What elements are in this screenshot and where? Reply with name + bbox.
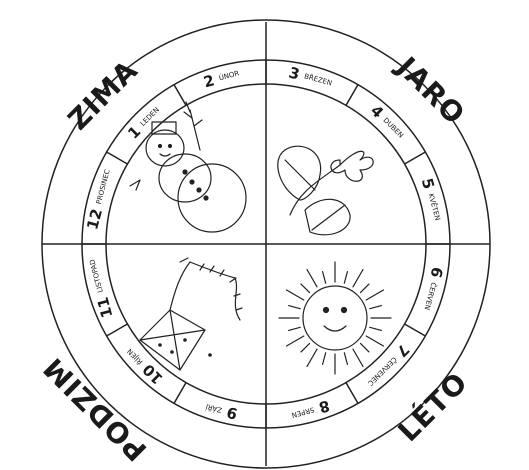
month-divider xyxy=(346,85,358,106)
month-text: 6 ČERVEN xyxy=(418,265,447,312)
month-divider xyxy=(405,324,426,336)
month-name: BŘEZEN xyxy=(303,71,333,87)
month-text: 5 KVĚTEN xyxy=(418,176,447,223)
season-label-summer: LÉTO xyxy=(391,365,474,448)
month-name: KVĚTEN xyxy=(427,192,443,221)
month-number: 11 xyxy=(92,290,116,320)
month-number: 5 xyxy=(418,176,439,196)
month-label-5: 5 KVĚTEN xyxy=(418,176,447,223)
sun-ray xyxy=(287,336,304,346)
month-number: 9 xyxy=(219,402,239,423)
month-divider xyxy=(346,383,358,404)
sun-ray xyxy=(370,327,382,330)
sun-ray xyxy=(360,343,368,351)
sun-ray xyxy=(344,353,347,365)
flower-and-leaves-drawing xyxy=(278,146,373,235)
sun-ray xyxy=(289,327,301,330)
sun-ray xyxy=(366,336,383,346)
month-divider xyxy=(405,152,426,164)
month-name: ŘÍJEN xyxy=(125,347,145,367)
month-divider xyxy=(107,324,128,336)
sun-ray xyxy=(301,343,309,351)
sun-ray xyxy=(301,284,309,292)
month-text: 3 BŘEZEN xyxy=(287,63,334,92)
month-name: SRPEN xyxy=(291,405,315,419)
sun-ray xyxy=(289,306,301,309)
month-name: LISTOPAD xyxy=(88,258,105,293)
month-divider xyxy=(107,152,128,164)
month-name: ÚNOR xyxy=(218,68,240,82)
month-number: 8 xyxy=(312,397,332,418)
month-divider xyxy=(174,85,186,106)
month-label-3: 3 BŘEZEN xyxy=(287,63,334,92)
sun-ray xyxy=(323,272,326,284)
sun-ray xyxy=(353,270,363,287)
month-name: ZÁŘÍ xyxy=(205,402,223,415)
sun-ray xyxy=(360,284,368,292)
month-name: PROSINEC xyxy=(95,169,112,206)
month-name: ČERVENEC xyxy=(366,355,399,388)
sun-ray xyxy=(323,353,326,365)
month-number: 3 xyxy=(287,63,307,84)
season-label-autumn: PODZIM xyxy=(37,351,154,468)
month-name: ČERVEN xyxy=(423,281,439,311)
sun-ray xyxy=(287,290,304,300)
sun-ray xyxy=(344,272,347,284)
sun-ray xyxy=(307,349,317,366)
month-name: LEDEN xyxy=(139,106,161,128)
sun-drawing xyxy=(279,262,391,374)
month-label-4: 4 DUBEN xyxy=(367,101,408,142)
month-number: 6 xyxy=(426,265,447,285)
sun-ray xyxy=(366,290,383,300)
kite-drawing xyxy=(140,258,242,370)
month-divider xyxy=(174,383,186,404)
month-number: 2 xyxy=(201,69,221,90)
sun-ray xyxy=(307,270,317,287)
month-text: 4 DUBEN xyxy=(367,101,408,142)
month-label-6: 6 ČERVEN xyxy=(418,265,447,312)
sun-ray xyxy=(353,349,363,366)
sun-ray xyxy=(370,306,382,309)
